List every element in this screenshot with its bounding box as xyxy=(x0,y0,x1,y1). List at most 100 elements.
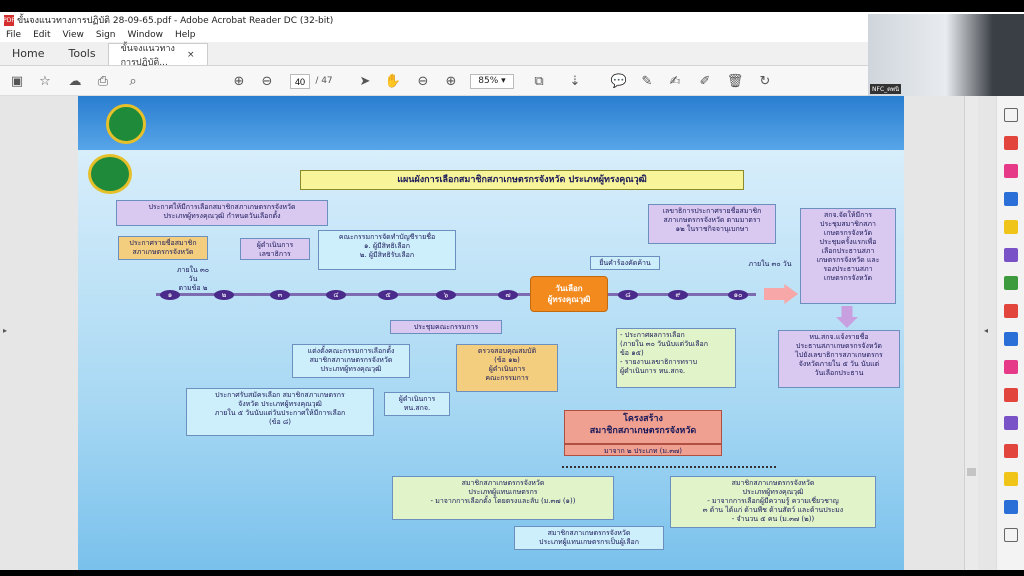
protect-icon[interactable] xyxy=(1004,360,1018,374)
draw-icon[interactable]: ✍ xyxy=(669,73,681,89)
timeline-node: ๖ xyxy=(436,290,456,300)
scan-ocr-icon[interactable] xyxy=(1004,332,1018,346)
box-operator-head: ผู้ดำเนินการ หน.สกจ. xyxy=(384,392,450,416)
pdf-slide: แผนผังการเลือกสมาชิกสภาเกษตรกรจังหวัด ปร… xyxy=(78,150,904,570)
zoom-out-icon[interactable]: ⊖ xyxy=(417,73,429,89)
tab-home[interactable]: Home xyxy=(12,46,45,60)
highlight-tool-icon[interactable] xyxy=(1004,472,1018,486)
timeline-node: ๗ xyxy=(498,290,518,300)
fill-sign-icon[interactable] xyxy=(1004,388,1018,402)
menu-file[interactable]: File xyxy=(6,30,22,40)
left-panel: ▸ xyxy=(0,96,78,570)
menu-bar: File Edit View Sign Window Help xyxy=(0,28,1024,42)
zoom-in-icon[interactable]: ⊕ xyxy=(445,73,457,89)
label-days-2: ภายใน ๓๐ วัน xyxy=(748,260,792,268)
slide-title: แผนผังการเลือกสมาชิกสภาเกษตรกรจังหวัด ปร… xyxy=(300,170,744,190)
zoom-select[interactable]: 85% ▾ xyxy=(470,74,514,89)
page-total: / 47 xyxy=(315,76,333,86)
emblem-logo xyxy=(106,104,146,144)
box-farmer-rep: สมาชิกสภาเกษตรกรจังหวัด ประเภทผู้แทนเกษต… xyxy=(392,476,614,520)
timeline-node: ๕ xyxy=(378,290,398,300)
expand-right-icon[interactable]: ◂ xyxy=(984,326,989,335)
menu-window[interactable]: Window xyxy=(127,30,164,40)
hand-tool-icon[interactable]: ✋ xyxy=(384,73,402,89)
edit-pdf-icon[interactable] xyxy=(1004,304,1018,318)
menu-view[interactable]: View xyxy=(62,30,84,40)
box-operator-secretary: ผู้ดำเนินการ เลขาธิการ xyxy=(240,238,310,260)
pdf-page-header xyxy=(78,96,904,150)
main-toolbar: ▣ ☆ ☁ ⎙ ⌕ ⊕ ⊖ / 47 ➤ ✋ ⊖ ⊕ 85% ▾ ⧉ ⇣ 💬 ✎… xyxy=(0,66,1024,96)
send-review-icon[interactable] xyxy=(1004,416,1018,430)
comment-icon[interactable]: 💬 xyxy=(610,73,628,89)
timeline-line xyxy=(156,293,756,296)
expand-left-icon[interactable]: ▸ xyxy=(3,326,8,335)
box-check-qualification: ตรวจสอบคุณสมบัติ (ข้อ ๑๒) ผู้ดำเนินการ ค… xyxy=(456,344,558,392)
timeline-node: ๑ xyxy=(160,290,180,300)
select-cursor-icon[interactable]: ➤ xyxy=(359,73,371,89)
box-structure-sub: มาจาก ๒ ประเภท (ม.๓๗) xyxy=(564,444,722,456)
box-vote-day: วันเลือก ผู้ทรงคุณวุฒิ xyxy=(530,276,608,312)
tab-bar: Home Tools ขั้นจงแนวทางการปฏิบัติ... × xyxy=(0,42,1024,68)
box-elector: สมาชิกสภาเกษตรกรจังหวัด ประเภทผู้แทนเกษต… xyxy=(514,526,664,550)
delete-icon[interactable]: 🗑 xyxy=(726,73,744,89)
webcam-label: NFC_ตพนิ xyxy=(870,84,902,94)
tab-tools[interactable]: Tools xyxy=(68,46,96,60)
rotate-icon[interactable]: ↻ xyxy=(759,73,771,89)
create-pdf-icon[interactable] xyxy=(1004,136,1018,150)
scroll-thumb[interactable] xyxy=(967,468,976,476)
search-icon[interactable]: ⌕ xyxy=(129,73,137,89)
box-result: - ประกาศผลการเลือก (ภายใน ๓๐ วันนับแต่วั… xyxy=(616,328,736,388)
organize-pages-icon[interactable] xyxy=(1004,164,1018,178)
menu-help[interactable]: Help xyxy=(175,30,196,40)
timeline-node: ๘ xyxy=(618,290,638,300)
tab-document[interactable]: ขั้นจงแนวทางการปฏิบัติ... × xyxy=(107,43,208,68)
page-number-input[interactable] xyxy=(290,74,310,89)
timeline-node: ๓ xyxy=(270,290,290,300)
box-committee-meeting: ประชุมคณะกรรมการ xyxy=(390,320,502,334)
share-icon[interactable] xyxy=(1004,500,1018,514)
tools-sidebar xyxy=(996,96,1024,570)
box-structure: โครงสร้าง สมาชิกสภาเกษตรกรจังหวัด xyxy=(564,410,722,444)
timeline-node: ๙ xyxy=(668,290,688,300)
menu-sign[interactable]: Sign xyxy=(95,30,116,40)
scroll-mode-icon[interactable]: ⇣ xyxy=(569,73,581,89)
bookmark-star-icon[interactable]: ☆ xyxy=(39,73,51,89)
slide-logo xyxy=(88,154,132,194)
box-announce: ประกาศให้มีการเลือกสมาชิกสภาเกษตรกรจังหว… xyxy=(116,200,328,226)
label-days-1: ภายใน ๓๐ วัน ตามข้อ ๒ xyxy=(176,266,210,292)
menu-edit[interactable]: Edit xyxy=(33,30,51,40)
page-up-icon[interactable]: ⊕ xyxy=(233,73,245,89)
highlight-pen-icon[interactable]: ✎ xyxy=(641,73,653,89)
tab-document-label: ขั้นจงแนวทางการปฏิบัติ... xyxy=(120,43,175,68)
vertical-scrollbar[interactable] xyxy=(964,96,978,570)
stamp-icon[interactable]: ✐ xyxy=(699,73,711,89)
fit-page-icon[interactable]: ⧉ xyxy=(534,73,544,89)
timeline-node: ๒ xyxy=(214,290,234,300)
save-icon[interactable]: ▣ xyxy=(10,73,24,89)
box-report: หน.สกจ.แจ้งรายชื่อ ประธานสภาเกษตรกรจังหว… xyxy=(778,330,900,388)
combine-files-icon[interactable] xyxy=(1004,248,1018,262)
title-bar: PDF ขั้นจงแนวทางการปฏิบัติ 28-09-65.pdf … xyxy=(0,12,1024,28)
search-tool-icon[interactable] xyxy=(1004,108,1018,122)
window-title: ขั้นจงแนวทางการปฏิบัติ 28-09-65.pdf - Ad… xyxy=(17,16,334,26)
timeline-node: ๑๐ xyxy=(728,290,748,300)
compress-icon[interactable] xyxy=(1004,276,1018,290)
box-objection: ยื่นคำร้องคัดค้าน xyxy=(590,256,660,270)
box-appoint-committee: แต่งตั้งคณะกรรมการเลือกตั้ง สมาชิกสภาเกษ… xyxy=(292,344,410,378)
zoom-value: 85% xyxy=(478,76,499,86)
print-icon[interactable]: ⎙ xyxy=(97,73,109,89)
box-expert: สมาชิกสภาเกษตรกรจังหวัด ประเภทผู้ทรงคุณว… xyxy=(670,476,876,528)
box-apply: ประกาศรับสมัครเลือก สมาชิกสภาเกษตรกร จัง… xyxy=(186,388,374,436)
structure-connector xyxy=(562,466,776,468)
comment-tool-icon[interactable] xyxy=(1004,220,1018,234)
stamp-tool-icon[interactable] xyxy=(1004,444,1018,458)
export-pdf-icon[interactable] xyxy=(1004,192,1018,206)
pdf-app-icon: PDF xyxy=(3,14,15,26)
cloud-upload-icon[interactable]: ☁ xyxy=(68,73,82,89)
more-tools-icon[interactable] xyxy=(1004,528,1018,542)
close-icon[interactable]: × xyxy=(187,49,195,60)
timeline-node: ๔ xyxy=(326,290,346,300)
box-first-meeting: สกจ.จัดให้มีการ ประชุมสมาชิกสภา เกษตรกรจ… xyxy=(800,208,896,304)
box-secretary-announce: เลขาธิการประกาศรายชื่อสมาชิก สภาเกษตรกรจ… xyxy=(648,204,776,244)
page-down-icon[interactable]: ⊖ xyxy=(261,73,273,89)
